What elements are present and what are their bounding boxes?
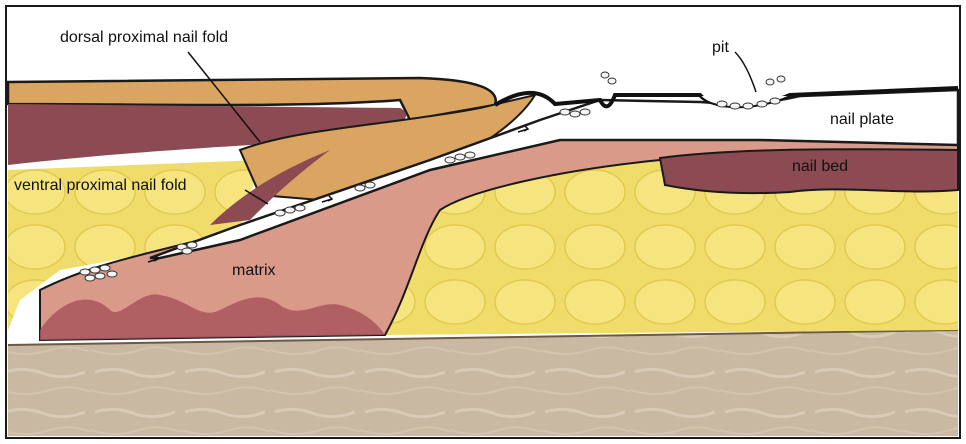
label-nail-bed: nail bed [792,158,848,175]
label-matrix: matrix [232,262,276,279]
label-nail-plate: nail plate [830,111,894,128]
label-ventral-proximal-nail-fold: ventral proximal nail fold [14,177,187,194]
label-dorsal-proximal-nail-fold: dorsal proximal nail fold [60,29,228,46]
bone-region [8,330,958,436]
label-pit: pit [712,39,729,56]
